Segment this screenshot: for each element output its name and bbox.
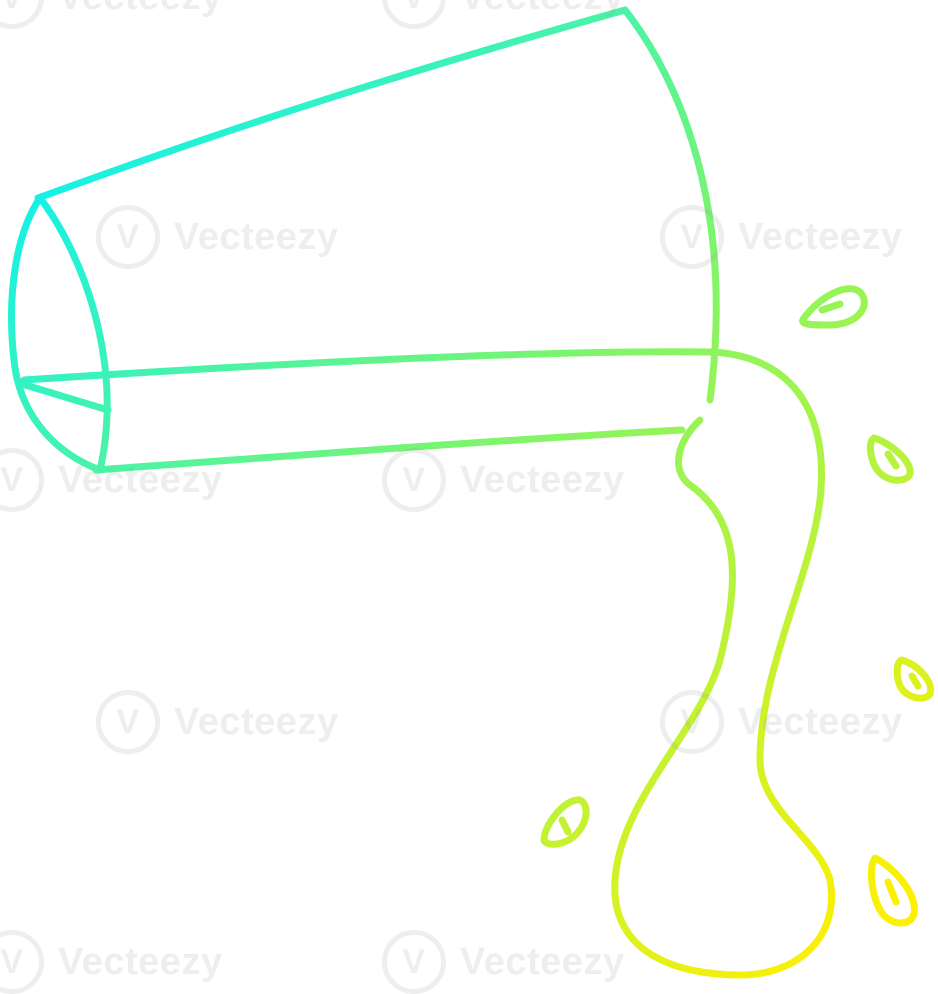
drop-accent-4 <box>558 816 572 836</box>
cup-top-edge <box>34 6 629 202</box>
liquid-surface <box>20 348 714 384</box>
cup-base-ellipse <box>8 194 111 474</box>
liquid-stream <box>611 348 835 979</box>
cup-rim-right <box>621 6 720 404</box>
drop-accent-1 <box>818 300 844 314</box>
drop-right-lower <box>893 656 935 702</box>
drop-upper-right <box>799 285 868 329</box>
drop-right-middle <box>866 434 914 484</box>
cup-base-inner-line <box>18 380 112 414</box>
drop-left-low <box>540 796 590 848</box>
drop-accent-3 <box>908 672 922 690</box>
drop-accent-2 <box>884 450 900 470</box>
drop-accent-5 <box>884 878 900 906</box>
cup-bottom-edge <box>92 426 686 474</box>
drop-bottom-right <box>867 854 918 927</box>
